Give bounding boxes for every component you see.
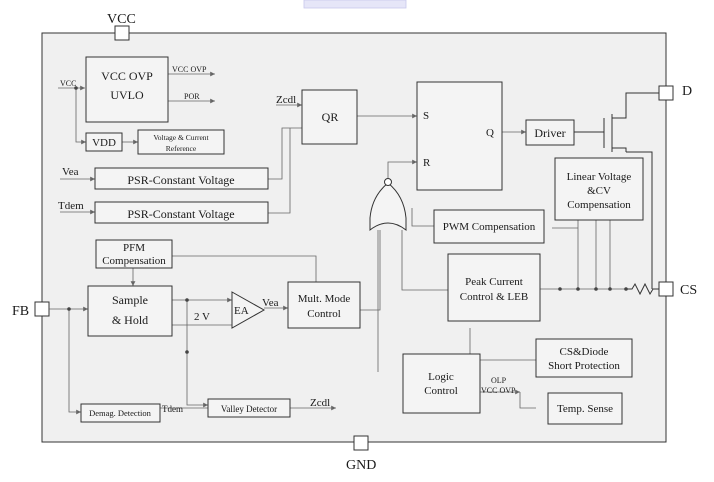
nor-gate-bubble [384, 178, 392, 186]
psr-block-1-label: PSR-Constant Voltage [127, 173, 234, 187]
pwm-compensation-block [433, 209, 545, 244]
vdd-block [85, 132, 123, 152]
temp-sense-label: Temp. Sense [557, 403, 613, 415]
junction-dots [67, 86, 628, 354]
temp-sense-block [547, 392, 623, 425]
mult-mode-control-block [287, 281, 361, 329]
vcc-ovp-logic-label: VCC OVP [481, 386, 516, 395]
logic-control-label-2: Control [424, 385, 458, 397]
pfm-compensation-block [95, 239, 173, 269]
cs-diode-label-1: CS&Diode [560, 346, 609, 358]
vcc-pin [114, 25, 130, 41]
linear-block-label-3: Compensation [567, 199, 631, 211]
sr-latch-q-label: Q [486, 127, 494, 139]
sr-latch-block [416, 81, 503, 191]
vcc-ovp-block-label: VCC OVP [101, 69, 153, 83]
fb-pin [34, 301, 50, 317]
tdem-valley-label: Tdem [162, 404, 183, 414]
vea-input-label: Vea [62, 166, 79, 178]
error-amplifier [231, 291, 266, 329]
pfm-label-2: Compensation [102, 255, 166, 267]
sample-hold-label-2: & Hold [112, 313, 148, 327]
valley-detector-label: Valley Detector [221, 404, 277, 414]
uvlo-block-label: UVLO [110, 88, 144, 102]
linear-block-label-2: &CV [587, 185, 611, 197]
gnd-pin-label: GND [346, 458, 376, 473]
vea-output-label: Vea [262, 297, 279, 309]
cs-diode-label-2: Short Protection [548, 360, 620, 372]
vdd-block-label: VDD [92, 137, 116, 149]
sr-latch-s-label: S [423, 110, 429, 122]
linear-cv-compensation-block [554, 157, 644, 221]
sample-hold-label-1: Sample [112, 293, 148, 307]
qr-block [301, 89, 358, 145]
demag-detection-block [80, 403, 161, 423]
zcdl-qr-label: Zcdl [276, 94, 296, 106]
psr-constant-voltage-block-1 [94, 167, 269, 190]
vcc-pin-label: VCC [107, 12, 136, 27]
demag-detection-label: Demag. Detection [89, 408, 152, 418]
logic-control-block [402, 353, 481, 414]
tdem-input-label: Tdem [58, 200, 84, 212]
two-v-label: 2 V [194, 311, 210, 323]
linear-block-label-1: Linear Voltage [567, 171, 632, 183]
pfm-label-1: PFM [123, 242, 145, 254]
cs-diode-protection-block [535, 338, 633, 378]
vcc-ovp-uvlo-block [85, 56, 169, 123]
por-signal-label: POR [184, 92, 200, 101]
valley-detector-block [207, 398, 291, 418]
header-banner [303, 0, 407, 9]
driver-block-label: Driver [534, 126, 565, 140]
fb-pin-label: FB [12, 304, 29, 319]
zcdl-valley-label: Zcdl [310, 397, 330, 409]
psr-block-2-label: PSR-Constant Voltage [127, 207, 234, 221]
reference-block [137, 129, 225, 155]
reference-label-2: Reference [166, 144, 197, 153]
peak-current-label-1: Peak Current [465, 276, 523, 288]
nor-gate [369, 182, 407, 232]
psr-constant-voltage-block-2 [94, 201, 269, 224]
peak-current-label-2: Control & LEB [460, 291, 528, 303]
vcc-ovp-signal-label: VCC OVP [172, 65, 207, 74]
sr-latch-r-label: R [423, 157, 431, 169]
driver-block [525, 119, 575, 146]
mult-mode-label-1: Mult. Mode [298, 293, 351, 305]
cs-pin [658, 281, 674, 297]
logic-control-label-1: Logic [428, 371, 454, 383]
mult-mode-label-2: Control [307, 308, 341, 320]
gnd-pin [353, 435, 369, 451]
cs-pin-label: CS [680, 283, 697, 298]
pwm-compensation-label: PWM Compensation [443, 221, 536, 233]
d-pin [658, 85, 674, 101]
qr-block-label: QR [322, 110, 339, 124]
olp-signal-label: OLP [491, 376, 507, 385]
peak-current-leb-block [447, 253, 541, 322]
vcc-input-label: VCC [60, 79, 76, 88]
reference-label-1: Voltage & Current [153, 133, 209, 142]
d-pin-label: D [682, 84, 692, 99]
error-amplifier-label: EA [234, 305, 249, 317]
sample-hold-block [87, 285, 173, 337]
